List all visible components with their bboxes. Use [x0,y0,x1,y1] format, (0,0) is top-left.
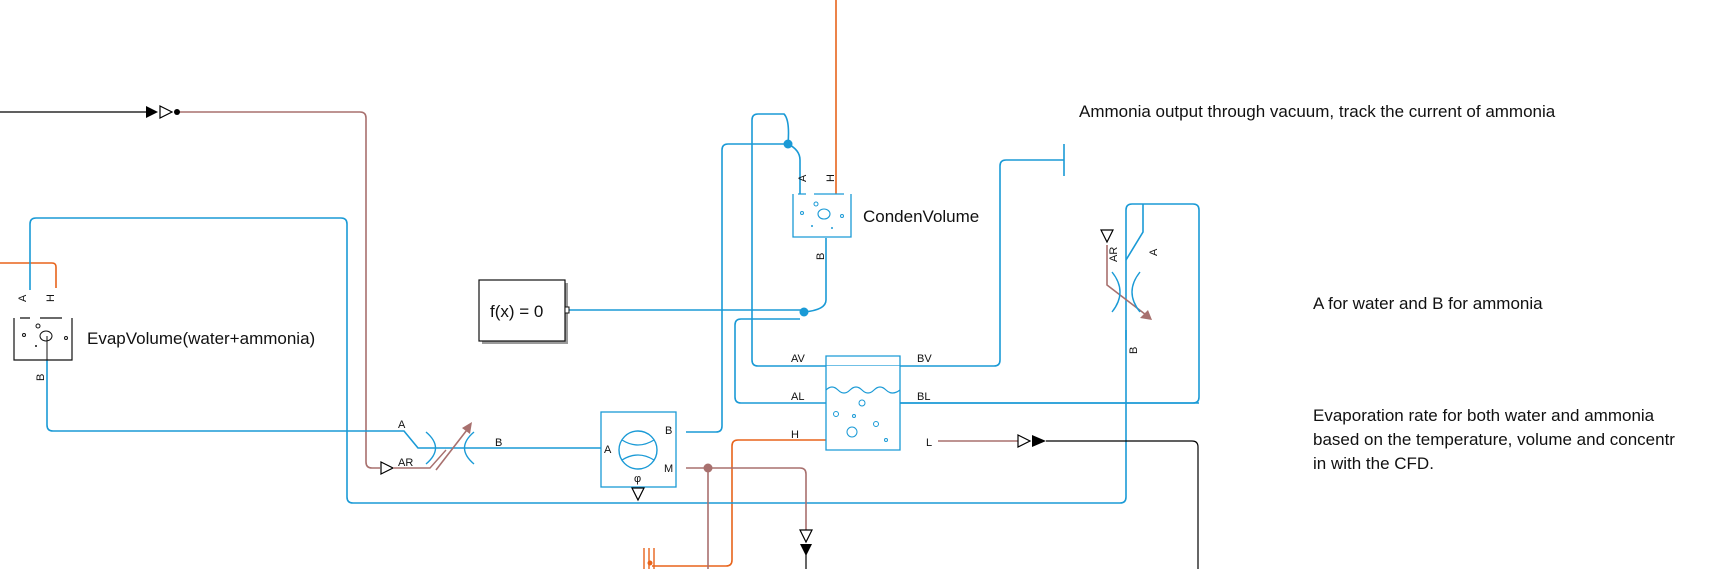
evap-volume-label: EvapVolume(water+ammonia) [87,329,315,348]
liquid-line-right-valve-a[interactable] [1125,204,1144,261]
junction-dot-top [783,139,793,149]
tank-port-bv-label: BV [917,353,932,365]
a-b-annotation: A for water and B for ammonia [1313,294,1543,313]
sensor-port-m-label: M [664,463,673,475]
junction-dot-signal [703,463,713,473]
sensor-port-phi-label: φ [634,473,641,485]
left-valve-port-ar-label: AR [398,457,413,469]
right-valve-port-ar-label: AR [1108,247,1120,262]
evap-port-h-label: H [45,294,57,302]
conden-port-b-label: B [815,253,827,260]
connection-lines [0,0,1200,569]
left-valve-port-b-label: B [495,437,502,449]
solver-configuration-block[interactable] [478,279,570,344]
evap-port-b-label: B [35,374,47,381]
evap-rate-annotation-line3: in with the CFD. [1313,454,1434,473]
liquid-line-conden-b[interactable] [803,238,827,313]
ammonia-output-annotation: Ammonia output through vacuum, track the… [1079,102,1556,121]
thermal-reference[interactable] [643,548,655,569]
solver-configuration-label: f(x) = 0 [490,302,543,321]
tank-port-l-label: L [926,437,932,449]
evap-port-a-label: A [17,294,29,302]
liquid-line-sensor-b[interactable] [686,143,788,433]
signal-line-right-ar[interactable] [1106,245,1151,319]
liquid-line-top-loop[interactable] [751,113,828,367]
left-valve-port-a-label: A [398,419,406,431]
evap-volume-block[interactable] [13,317,73,361]
evap-rate-annotation-line2: based on the temperature, volume and con… [1313,430,1675,449]
heat-line-evap[interactable] [0,262,57,288]
right-valve-port-b-label: B [1128,347,1140,354]
signal-line-sensor-m[interactable] [686,467,807,530]
evap-rate-annotation-line1: Evaporation rate for both water and ammo… [1313,406,1655,425]
tank-port-bl-label: BL [917,391,930,403]
conden-volume-block[interactable] [792,193,852,238]
signal-line-valve-control[interactable] [178,111,380,469]
two-phase-tank-block[interactable] [825,355,901,451]
right-variable-valve[interactable] [1100,229,1152,320]
liquid-line-evap-a-loop[interactable] [29,203,1200,504]
junction-dot-mid [799,307,809,317]
ps-converter-flow[interactable] [799,529,813,556]
sensor-port-a-label: A [604,444,612,456]
liquid-line-conden-a[interactable] [787,143,801,194]
right-valve-port-a-label: A [1148,248,1160,256]
conden-port-a-label: A [797,174,809,182]
liquid-line-evap-b[interactable] [46,350,455,449]
ps-converter-input[interactable] [146,105,180,119]
sensor-port-b-label: B [665,425,672,437]
conden-port-h-label: H [825,174,837,182]
tank-port-al-label: AL [791,391,804,403]
tank-port-av-label: AV [791,353,806,365]
conden-volume-label: CondenVolume [863,207,979,226]
ps-converter-level[interactable] [1017,434,1046,448]
tank-port-h-label: H [791,429,799,441]
signal-line-level-out[interactable] [1046,440,1199,569]
left-variable-valve[interactable] [380,422,475,475]
mass-flow-sensor-block[interactable] [600,411,677,502]
liquid-line-tank-bv[interactable] [900,159,1064,367]
